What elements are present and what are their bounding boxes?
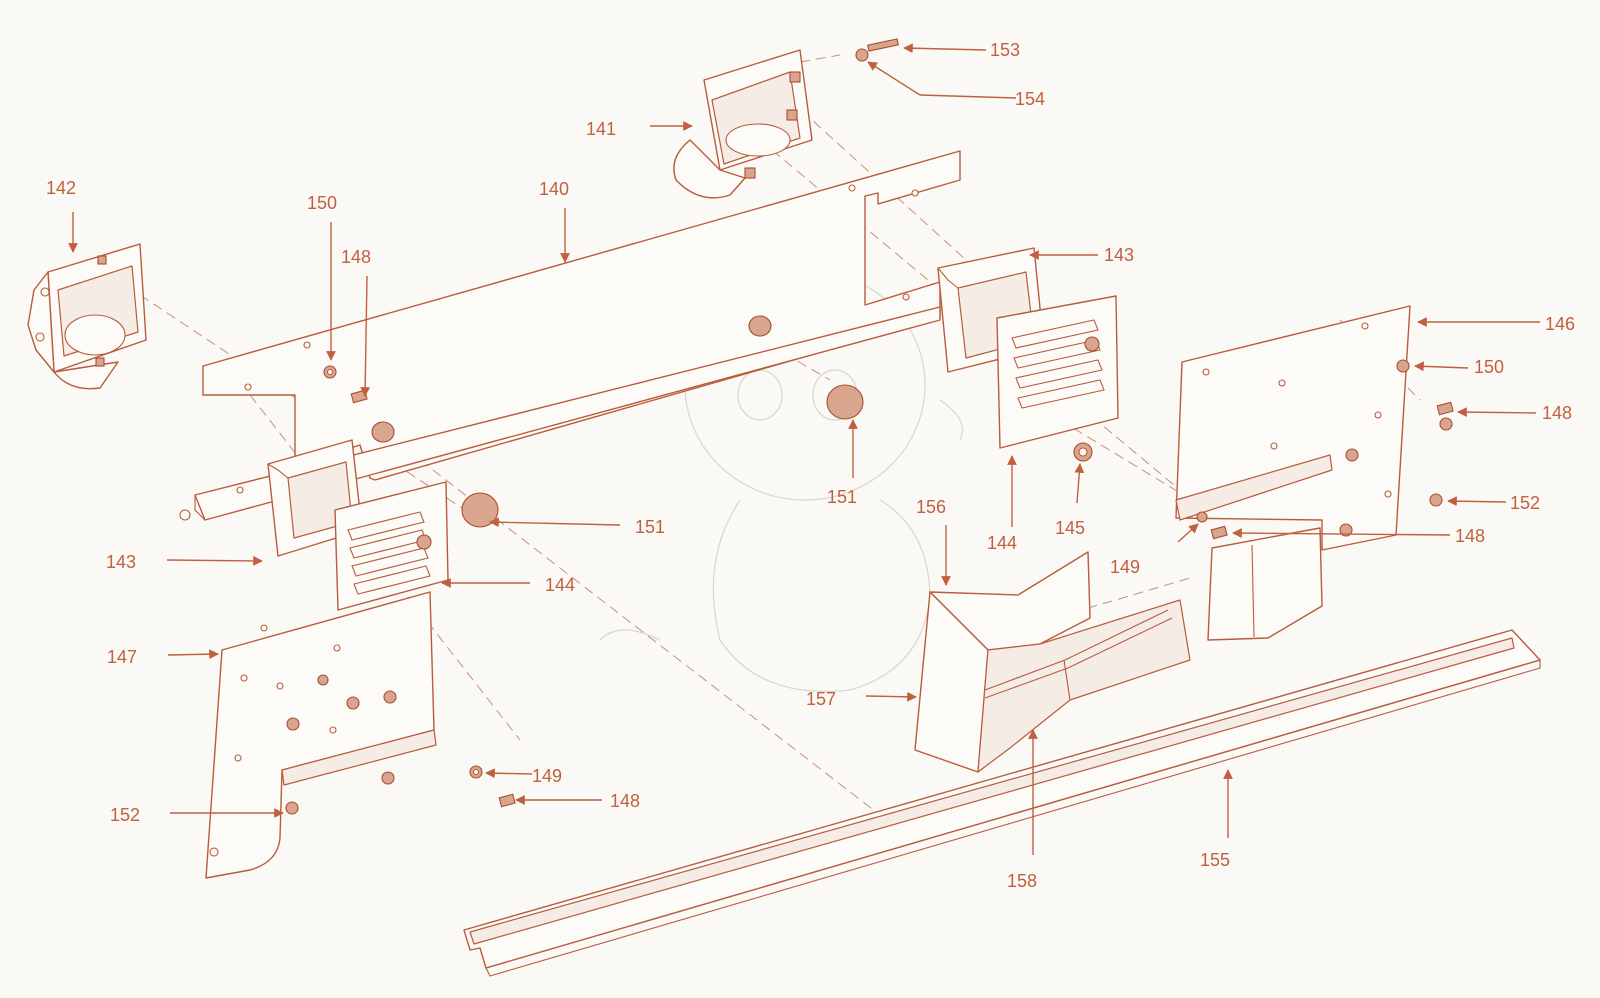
part-145-knob — [1073, 442, 1093, 462]
label-147: 147 — [107, 647, 138, 667]
label-152: 152 — [110, 805, 141, 825]
part-144-right-louver — [996, 295, 1119, 449]
hardware-bolt-washer — [855, 38, 899, 62]
hardware-right — [1196, 359, 1454, 540]
label-142: 142 — [46, 178, 77, 198]
label-141: 141 — [586, 119, 617, 139]
label-149: 149 — [1110, 557, 1141, 577]
label-155: 155 — [1200, 850, 1231, 870]
label-157: 157 — [806, 689, 837, 709]
part-146-right-side-plate — [1175, 305, 1411, 551]
label-145: 145 — [1055, 518, 1086, 538]
part-142-left-nozzle — [27, 243, 147, 390]
label-143: 143 — [1104, 245, 1135, 265]
label-154: 154 — [1015, 89, 1046, 109]
part-140-mounting-plate — [179, 150, 961, 521]
label-146: 146 — [1545, 314, 1576, 334]
leader-lines — [68, 43, 1540, 855]
label-150: 150 — [1474, 357, 1505, 377]
label-156: 156 — [916, 497, 947, 517]
label-149: 149 — [532, 766, 563, 786]
part-156-157-158-duct — [914, 551, 1191, 773]
label-144: 144 — [545, 575, 576, 595]
label-151: 151 — [827, 487, 858, 507]
part-141-top-nozzle — [673, 49, 813, 199]
label-148: 148 — [1542, 403, 1573, 423]
part-151-plugs — [371, 315, 864, 528]
part-147-left-side-plate — [205, 591, 437, 879]
label-153: 153 — [990, 40, 1021, 60]
label-151: 151 — [635, 517, 666, 537]
label-144: 144 — [987, 533, 1018, 553]
label-158: 158 — [1007, 871, 1038, 891]
label-148: 148 — [341, 247, 372, 267]
hardware-lower-left — [469, 765, 516, 808]
part-155-bottom-rail — [463, 629, 1541, 977]
part-144-left-louver — [334, 481, 449, 611]
label-148: 148 — [610, 791, 641, 811]
label-140: 140 — [539, 179, 570, 199]
label-152: 152 — [1510, 493, 1541, 513]
label-150: 150 — [307, 193, 338, 213]
rear-duct — [1207, 527, 1323, 641]
label-143: 143 — [106, 552, 137, 572]
label-148: 148 — [1455, 526, 1486, 546]
